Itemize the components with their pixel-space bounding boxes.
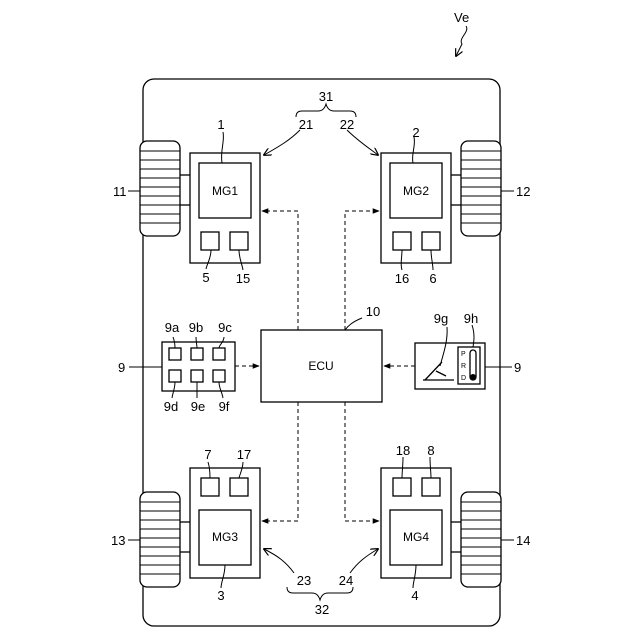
shift-position-r: R bbox=[461, 363, 466, 370]
component-7-box bbox=[201, 478, 219, 496]
ref-18: 18 bbox=[396, 443, 410, 458]
ref-14: 14 bbox=[516, 533, 530, 548]
motor-mg4-label: MG4 bbox=[403, 530, 429, 544]
ref-21: 21 bbox=[299, 117, 313, 132]
wheel-front-left bbox=[140, 141, 180, 236]
brace-group-32 bbox=[264, 549, 378, 600]
sensor-9c-box bbox=[213, 348, 225, 360]
ref-8: 8 bbox=[427, 443, 434, 458]
ref-6: 6 bbox=[429, 271, 436, 286]
component-17-box bbox=[230, 478, 248, 496]
ref-4: 4 bbox=[411, 588, 418, 603]
sensor-9a-box bbox=[169, 348, 181, 360]
ref-22: 22 bbox=[340, 117, 354, 132]
ref-9f: 9f bbox=[219, 399, 230, 414]
ref-9e: 9e bbox=[191, 399, 205, 414]
component-5-box bbox=[201, 232, 219, 250]
vehicle-ref-label: Ve bbox=[454, 10, 469, 25]
ref-9h: 9h bbox=[464, 311, 478, 326]
sensor-9b-box bbox=[191, 348, 203, 360]
motor-mg2-label: MG2 bbox=[403, 184, 429, 198]
wheel-front-right bbox=[461, 141, 501, 236]
ref-12: 12 bbox=[516, 184, 530, 199]
ref-9a: 9a bbox=[165, 320, 180, 335]
ref-32: 32 bbox=[315, 602, 329, 617]
component-16-box bbox=[393, 232, 411, 250]
ref-2: 2 bbox=[412, 125, 419, 140]
motor-mg1-label: MG1 bbox=[212, 184, 238, 198]
ref-17: 17 bbox=[237, 447, 251, 462]
ref-9g: 9g bbox=[434, 311, 448, 326]
ref-3: 3 bbox=[217, 588, 224, 603]
ref-9d: 9d bbox=[164, 399, 178, 414]
sensor-9f-box bbox=[213, 370, 225, 382]
component-15-box bbox=[230, 232, 248, 250]
ref-5: 5 bbox=[202, 270, 209, 285]
wheel-rear-right bbox=[461, 492, 501, 587]
ref-10: 10 bbox=[366, 304, 380, 319]
ref-24: 24 bbox=[339, 573, 353, 588]
sensor-9d-box bbox=[169, 370, 181, 382]
ref-23: 23 bbox=[297, 573, 311, 588]
sensor-9e-box bbox=[191, 370, 203, 382]
shift-position-d: D bbox=[461, 375, 466, 382]
wheel-rear-left bbox=[140, 492, 180, 587]
ecu-label: ECU bbox=[308, 359, 333, 373]
brace-group-31 bbox=[264, 104, 378, 155]
vehicle-ref-arrow bbox=[456, 26, 467, 56]
ref-9-left: 9 bbox=[118, 360, 125, 375]
ref-31: 31 bbox=[319, 89, 333, 104]
ref-7: 7 bbox=[204, 447, 211, 462]
ref-13: 13 bbox=[111, 533, 125, 548]
shift-lever-icon: P R D bbox=[458, 347, 480, 384]
component-8-box bbox=[422, 478, 440, 496]
ref-9c: 9c bbox=[218, 320, 232, 335]
component-18-box bbox=[393, 478, 411, 496]
shift-position-p: P bbox=[461, 351, 466, 358]
component-6-box bbox=[422, 232, 440, 250]
ref-11: 11 bbox=[113, 184, 127, 199]
ref-16: 16 bbox=[395, 271, 409, 286]
ref-9b: 9b bbox=[189, 320, 203, 335]
ref-9-right: 9 bbox=[514, 360, 521, 375]
motor-mg3-label: MG3 bbox=[212, 530, 238, 544]
ref-15: 15 bbox=[236, 271, 250, 286]
ref-1: 1 bbox=[217, 117, 224, 132]
